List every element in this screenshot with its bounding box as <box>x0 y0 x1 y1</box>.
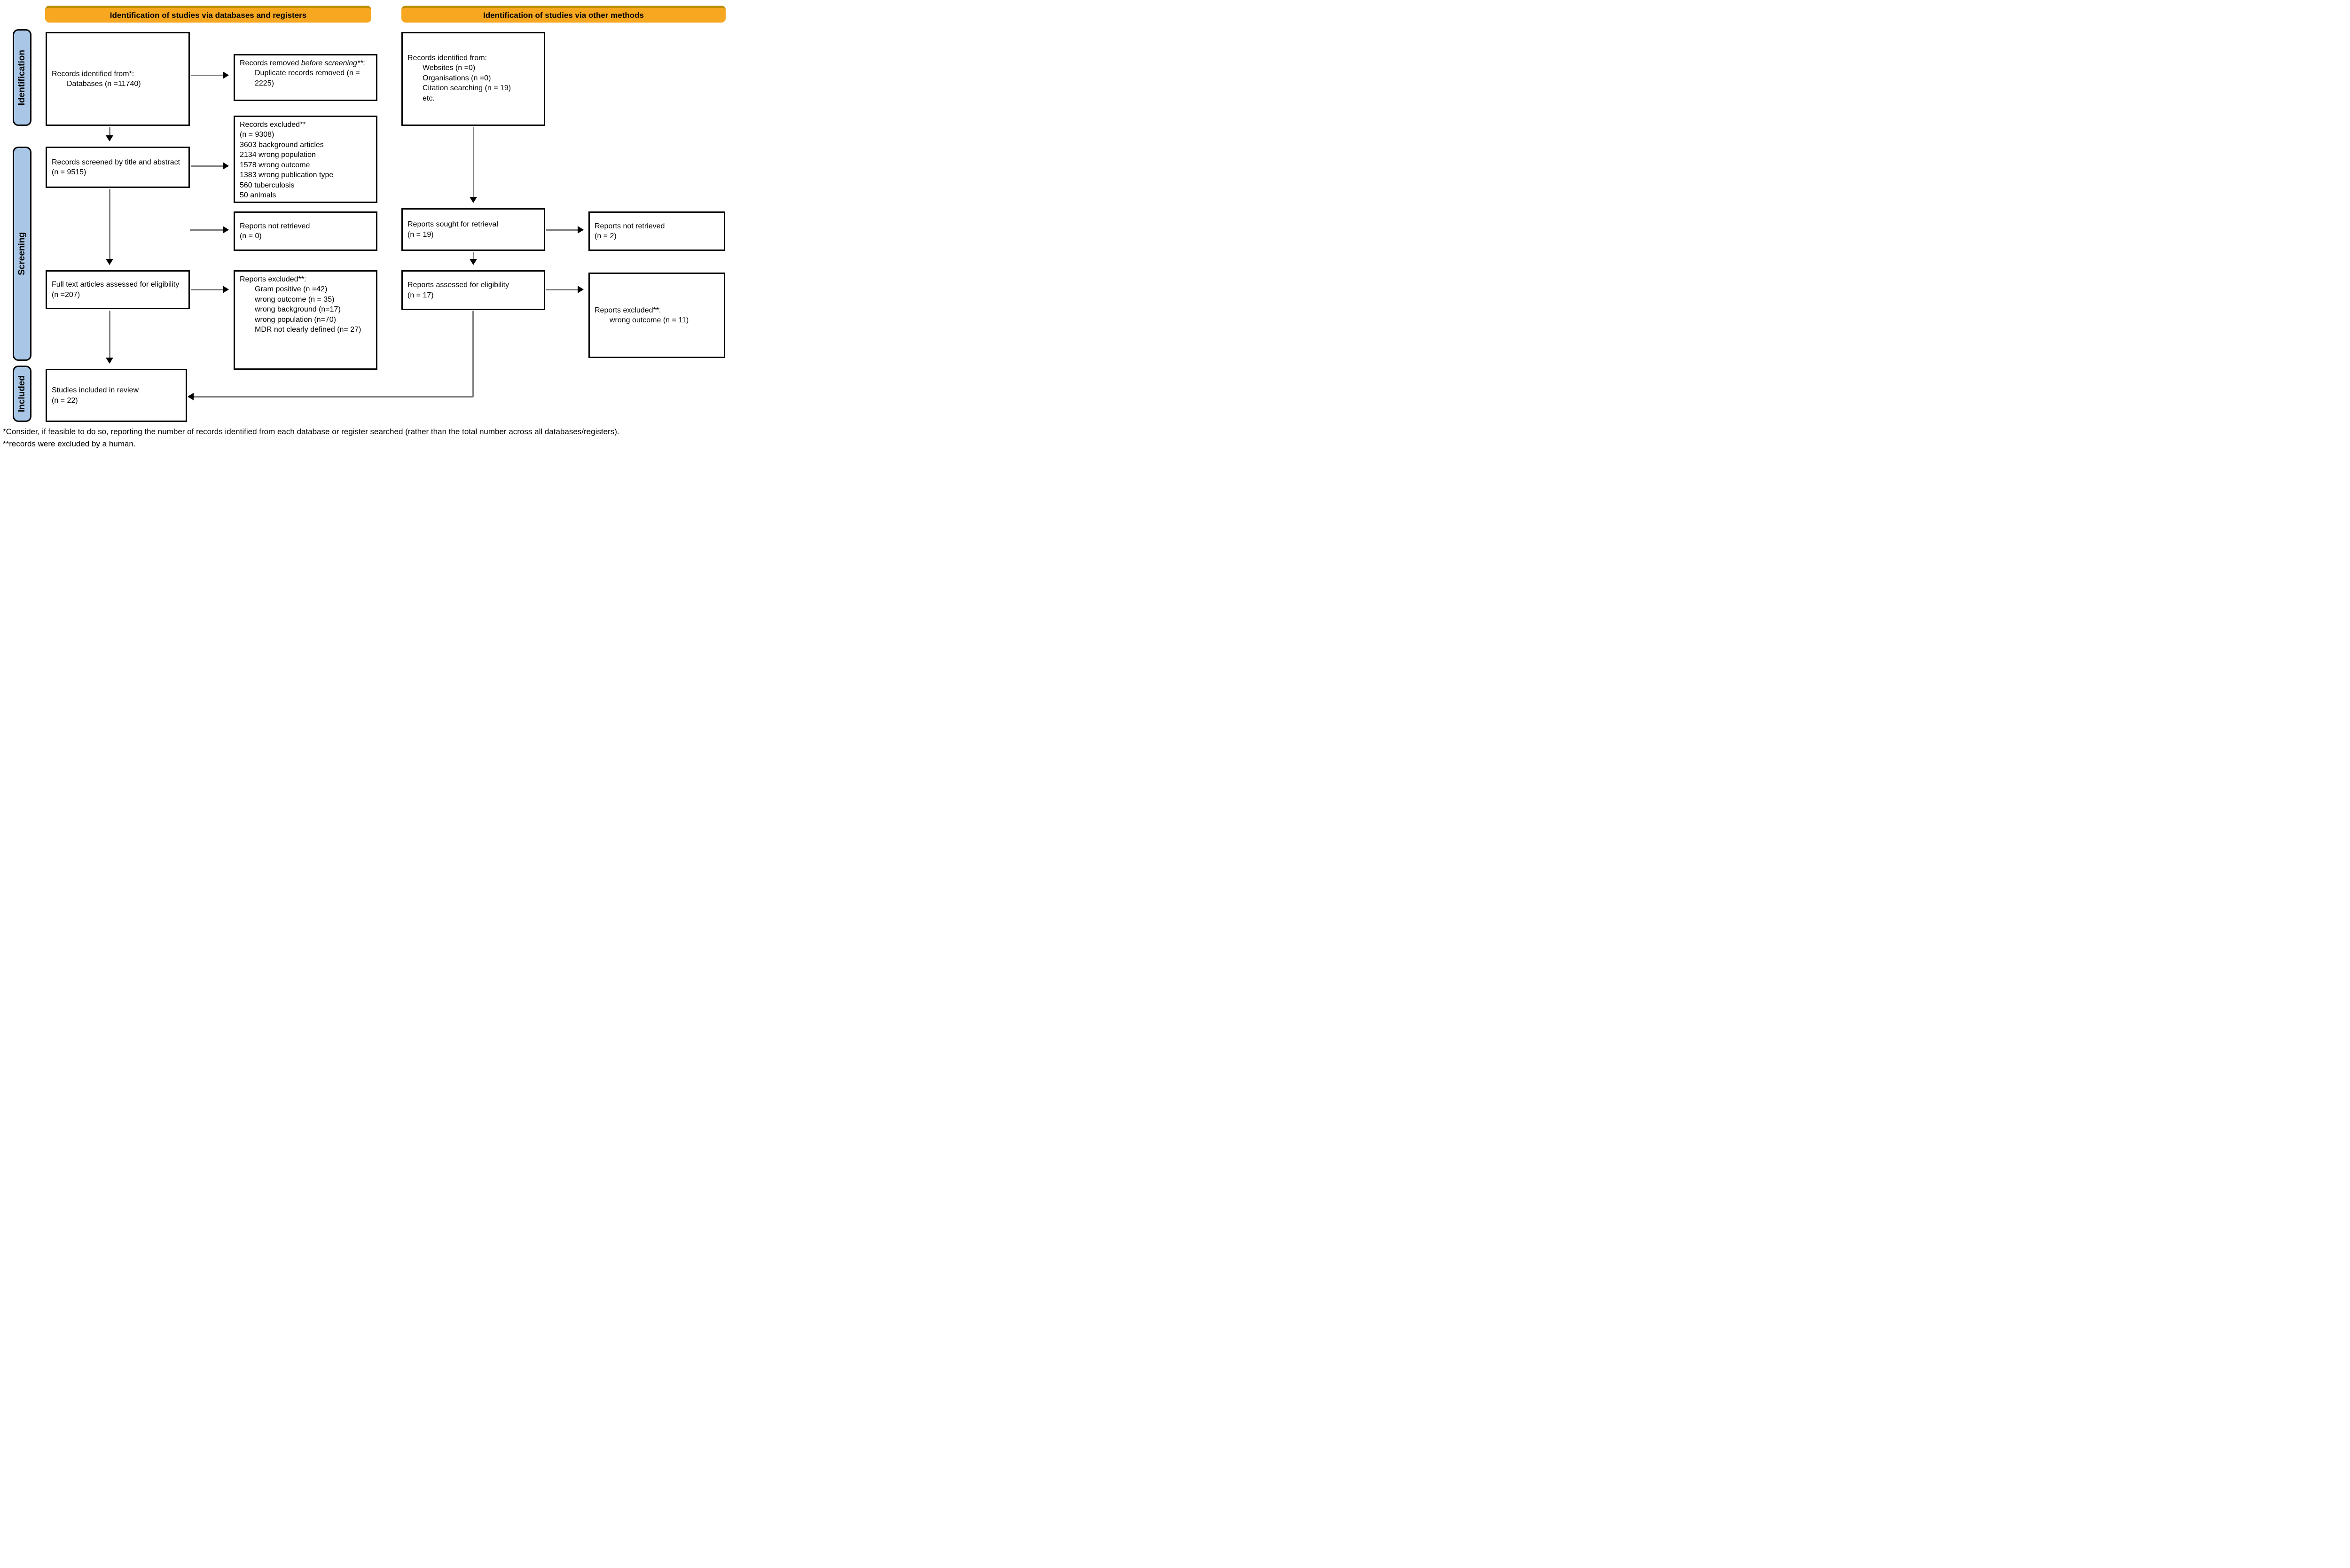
box-records-identified-databases: Records identified from*:Databases (n =1… <box>46 32 190 126</box>
box-fulltext-assessed: Full text articles assessed for eligibil… <box>46 270 190 309</box>
box-reports-not-retrieved-other: Reports not retrieved(n = 2) <box>588 211 725 251</box>
box-records-excluded: Records excluded**(n = 9308)3603 backgro… <box>234 116 377 203</box>
arrow-to-reports-not-retrieved <box>190 226 229 234</box>
arrow-sought-to-assessed <box>470 252 477 265</box>
arrow-assessed-to-excluded <box>546 286 584 293</box>
box-reports-excluded-other: Reports excluded**:wrong outcome (n = 11… <box>588 273 725 358</box>
arrow-screened-to-fulltext <box>106 189 113 265</box>
box-records-identified-other: Records identified from:Websites (n =0)O… <box>401 32 545 126</box>
sidebar-screening: Screening <box>13 147 31 361</box>
sidebar-included: Included <box>13 366 31 422</box>
arrow-fulltext-to-excluded <box>191 286 229 293</box>
line-assessed-down <box>472 311 474 397</box>
arrow-assessed-to-included <box>188 393 473 400</box>
banner-databases-registers-label: Identification of studies via databases … <box>110 10 307 20</box>
arrow-fulltext-to-included <box>106 311 113 364</box>
box-reports-excluded-databases: Reports excluded**:Gram positive (n =42)… <box>234 270 377 370</box>
sidebar-identification-label: Identification <box>17 49 27 106</box>
footnote-double-asterisk: **records were excluded by a human. <box>3 439 136 448</box>
box-records-removed-before-screening: Records removed before screening**:Dupli… <box>234 54 377 101</box>
arrow-identified-to-screened <box>106 127 113 141</box>
arrow-other-identified-to-sought <box>470 127 477 203</box>
sidebar-screening-label: Screening <box>17 232 27 275</box>
box-reports-not-retrieved-databases: Reports not retrieved(n = 0) <box>234 211 377 251</box>
box-reports-sought-retrieval: Reports sought for retrieval(n = 19) <box>401 208 545 251</box>
box-records-screened: Records screened by title and abstract(n… <box>46 147 190 188</box>
arrow-screened-to-excluded <box>191 162 229 170</box>
sidebar-included-label: Included <box>17 375 27 413</box>
prisma-flow-diagram: Identification of studies via databases … <box>0 0 736 454</box>
banner-databases-registers: Identification of studies via databases … <box>45 6 371 23</box>
arrow-identified-to-removed <box>191 71 229 79</box>
banner-other-methods-label: Identification of studies via other meth… <box>483 10 644 20</box>
sidebar-identification: Identification <box>13 29 31 126</box>
box-reports-assessed: Reports assessed for eligibility(n = 17) <box>401 270 545 310</box>
box-studies-included: Studies included in review(n = 22) <box>46 369 187 422</box>
arrow-sought-to-not-retrieved <box>546 226 584 234</box>
footnote-asterisk: *Consider, if feasible to do so, reporti… <box>3 427 619 436</box>
banner-other-methods: Identification of studies via other meth… <box>401 6 726 23</box>
